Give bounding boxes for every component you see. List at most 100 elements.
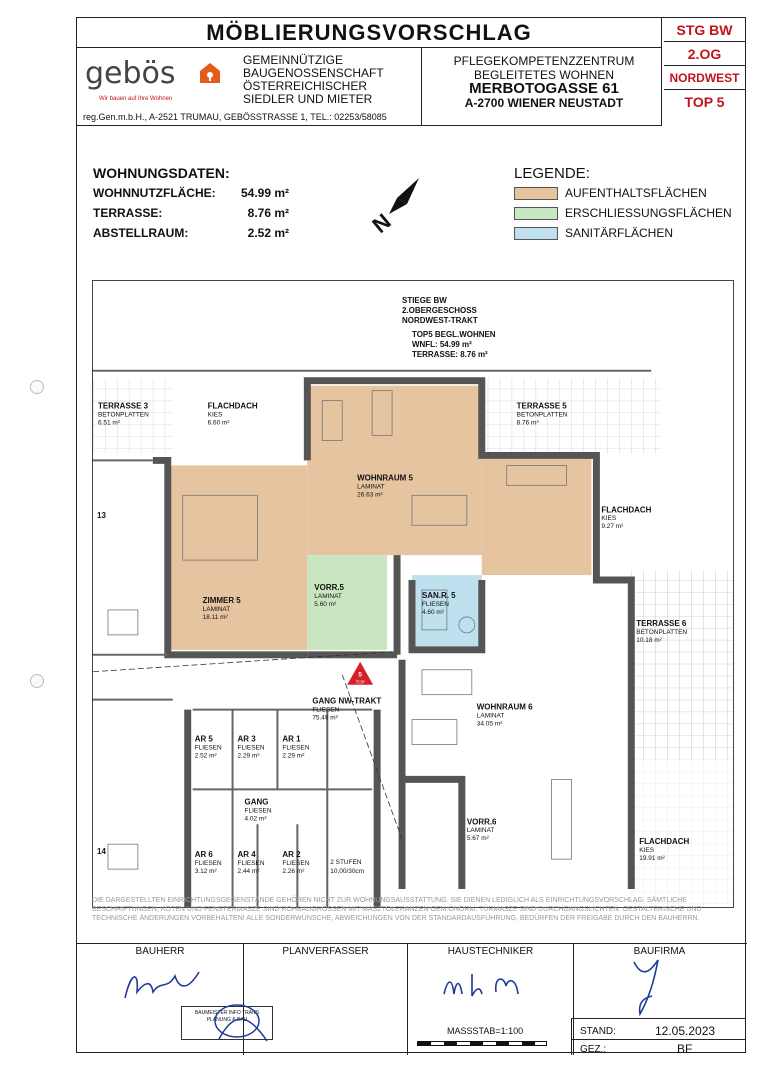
svg-text:26.63 m²: 26.63 m² [357, 491, 383, 498]
footer-baufirma: BAUFIRMA [574, 944, 745, 1055]
room-ar-6: AR 6 FLIESEN 3.12 m² [195, 850, 222, 875]
gez-value: BF [677, 1042, 693, 1056]
footer-divider-3 [571, 1018, 572, 1055]
legend-swatch-aufenthalt [514, 187, 558, 200]
stufen-label: 2 STUFEN 10,00/30cm [330, 859, 364, 875]
room-terrasse-5: TERRASSE 5 BETONPLATTEN 8.76 m² [517, 402, 568, 427]
svg-text:LAMINAT: LAMINAT [477, 713, 505, 720]
svg-text:10,00/30cm: 10,00/30cm [330, 868, 364, 875]
svg-text:LAMINAT: LAMINAT [314, 593, 342, 600]
room-wohnraum-6: WOHNRAUM 6 LAMINAT 34.05 m² [477, 703, 533, 728]
svg-text:N: N [367, 209, 395, 236]
svg-text:AR 6: AR 6 [195, 850, 214, 859]
svg-text:9.27 m²: 9.27 m² [601, 523, 624, 530]
legend-label-sanitaer: SANITÄRFLÄCHEN [565, 226, 674, 240]
svg-text:3.12 m²: 3.12 m² [195, 868, 218, 875]
room-wohnraum-5: WOHNRAUM 5 LAMINAT 26.63 m² [357, 473, 413, 498]
plan-heading-2: 2.OBERGESCHOSS [402, 306, 477, 315]
plan-top-3: TERRASSE: 8.76 m² [412, 350, 488, 359]
footer-bauherr: BAUHERR [77, 944, 244, 1055]
signature-footer: BAUHERR PLANVERFASSER HAUSTECHNIKER BAUF… [77, 943, 747, 1056]
svg-text:KIES: KIES [208, 412, 223, 419]
plan-top-2: WNFL: 54.99 m² [412, 340, 472, 349]
svg-text:FLIESEN: FLIESEN [282, 745, 309, 752]
room-gang-ar: GANG FLIESEN 4.02 m² [245, 797, 272, 822]
room-vorr-6: VORR.6 LAMINAT 5.67 m² [467, 817, 497, 842]
zimmer-5-fill [167, 465, 308, 650]
scale-bar [417, 1041, 547, 1046]
project-info: PFLEGEKOMPETENZZENTRUM BEGLEITETES WOHNE… [453, 54, 635, 110]
svg-text:GANG NW-TRAKT: GANG NW-TRAKT [312, 697, 381, 706]
vorr-5-fill [307, 555, 388, 650]
footer-planverfasser: PLANVERFASSER [244, 944, 408, 1055]
legend-label-aufenthalt: AUFENTHALTSFLÄCHEN [565, 186, 707, 200]
svg-text:6.51 m²: 6.51 m² [98, 420, 121, 427]
terrasse-5-area [481, 378, 662, 454]
legend-label-erschliessung: ERSCHLIESSUNGSFLÄCHEN [565, 206, 732, 220]
svg-text:FLIESEN: FLIESEN [238, 745, 265, 752]
svg-text:TERRASSE 6: TERRASSE 6 [636, 619, 687, 628]
side-number-13: 13 [97, 511, 106, 520]
svg-text:5.67 m²: 5.67 m² [467, 835, 490, 842]
company-address: reg.Gen.m.b.H., A-2521 TRUMAU, GEBÖSSTRA… [83, 112, 387, 122]
stand-label: STAND: [580, 1026, 616, 1037]
wohnraum-5-fill-b [481, 455, 592, 576]
svg-text:6.60 m²: 6.60 m² [208, 420, 231, 427]
svg-text:4.02 m²: 4.02 m² [245, 815, 268, 822]
svg-text:AR 1: AR 1 [282, 735, 301, 744]
abstellraum-value: 2.52 m² [247, 226, 289, 240]
document-title: MÖBLIERUNGSVORSCHLAG [77, 18, 662, 48]
stand-date: 12.05.2023 [655, 1024, 716, 1038]
svg-text:18.11 m²: 18.11 m² [203, 614, 229, 621]
wohnnutzflaeche-value: 54.99 m² [240, 186, 289, 200]
footer-divider-1 [571, 1018, 745, 1019]
legende-title: LEGENDE: [514, 165, 590, 182]
house-logo-icon [200, 63, 220, 83]
terrasse-label: TERRASSE: [93, 206, 163, 220]
svg-text:SAN.R. 5: SAN.R. 5 [422, 591, 456, 600]
room-flachdach-3: FLACHDACH KIES 19.91 m² [639, 837, 689, 862]
svg-text:34.05 m²: 34.05 m² [477, 721, 503, 728]
logo-tagline: Wir bauen auf Ihre Wohnen [99, 96, 173, 102]
plan-sheet: MÖBLIERUNGSVORSCHLAG STG BW 2.OG NORDWES… [76, 17, 747, 1056]
room-flachdach-2: FLACHDACH KIES 9.27 m² [601, 505, 651, 530]
svg-text:8.76 m²: 8.76 m² [517, 420, 540, 427]
svg-text:2.52 m²: 2.52 m² [195, 752, 218, 759]
legend-swatch-erschliessung [514, 207, 558, 220]
svg-text:TERRASSE 5: TERRASSE 5 [517, 402, 568, 411]
svg-text:2.29 m²: 2.29 m² [238, 752, 261, 759]
header-box: gebös Wir bauen auf Ihre Wohnen GEMEINNÜ… [77, 48, 662, 126]
tag-top: TOP 5 [684, 94, 725, 110]
tag-geschoss: 2.OG [664, 42, 745, 66]
signature-haustechniker [443, 974, 519, 997]
svg-text:TERRASSE 3: TERRASSE 3 [98, 402, 149, 411]
tag-trakt: NORDWEST [664, 66, 745, 90]
disclaimer-text: DIE DARGESTELLTEN EINRICHTUNGSGEGENSTÄND… [92, 897, 702, 922]
legend-swatch-sanitaer [514, 227, 558, 240]
svg-text:2.29 m²: 2.29 m² [282, 752, 305, 759]
room-ar-4: AR 4 FLIESEN 2.44 m² [238, 850, 265, 875]
floor-plan-drawing: 5 TOP STIEGE BW 2.OBERGESCHOSS NORDWEST-… [93, 296, 733, 907]
svg-text:2.26 m²: 2.26 m² [282, 868, 305, 875]
svg-text:FLIESEN: FLIESEN [312, 707, 339, 714]
svg-text:LAMINAT: LAMINAT [203, 606, 231, 613]
svg-text:AR 4: AR 4 [238, 850, 257, 859]
svg-text:LAMINAT: LAMINAT [357, 483, 385, 490]
top-marker-number: 5 [358, 672, 362, 679]
svg-text:75.49 m²: 75.49 m² [312, 715, 338, 722]
top-marker [347, 661, 374, 685]
wohnungsdaten-title: WOHNUNGSDATEN: [93, 165, 230, 181]
wohnnutzflaeche-label: WOHNNUTZFLÄCHE: [93, 186, 216, 200]
svg-text:10.18 m²: 10.18 m² [636, 637, 662, 644]
punch-hole-bottom [30, 674, 44, 688]
terrasse-value: 8.76 m² [247, 206, 289, 220]
svg-text:AR 3: AR 3 [238, 735, 257, 744]
footer-divider-2 [571, 1039, 745, 1040]
signature-baufirma [633, 959, 659, 1017]
svg-text:FLACHDACH: FLACHDACH [601, 505, 651, 514]
svg-text:GANG: GANG [245, 797, 269, 806]
room-sanr-5: SAN.R. 5 FLIESEN 4.60 m² [422, 591, 456, 616]
svg-text:AR 2: AR 2 [282, 850, 301, 859]
plan-heading-3: NORDWEST-TRAKT [402, 316, 478, 325]
svg-text:ZIMMER 5: ZIMMER 5 [203, 596, 242, 605]
